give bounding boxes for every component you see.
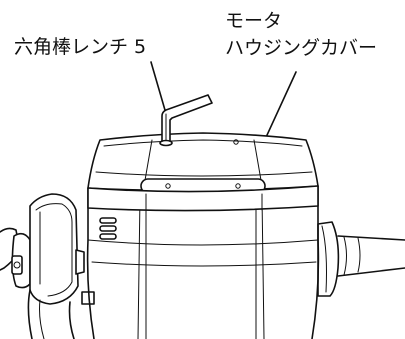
hex-wrench-leader-line <box>150 61 168 118</box>
vent-slots <box>99 217 117 240</box>
motor-housing-cover <box>87 132 319 212</box>
left-side-cap <box>0 193 95 339</box>
hex-wrench-icon <box>159 94 213 147</box>
hex-wrench-label: 六角棒レンチ 5 <box>14 36 146 58</box>
motor-housing-body <box>86 185 320 339</box>
motor-housing-cover-label-line2: ハウジングカバー <box>225 37 377 59</box>
right-shaft <box>317 221 405 297</box>
housing-cover-leader-line <box>261 71 297 147</box>
motor-housing-cover-label-line1: モータ <box>225 10 282 32</box>
